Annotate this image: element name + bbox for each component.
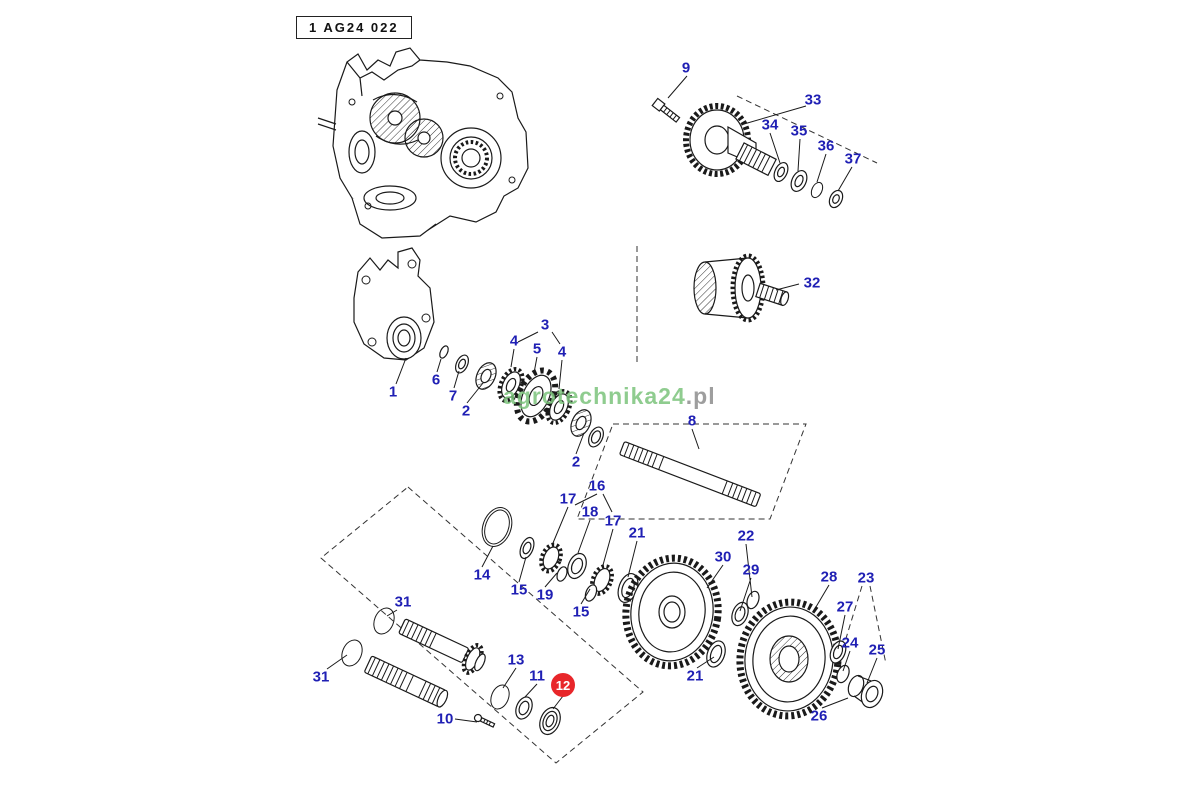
part-label-26[interactable]: 26 xyxy=(810,707,828,725)
part-label-14[interactable]: 14 xyxy=(473,566,491,584)
washer-part-15b-icon xyxy=(584,584,598,602)
part-label-2[interactable]: 2 xyxy=(571,453,581,471)
bearing-part-2b-icon xyxy=(570,409,592,437)
snap-ring-part-31-icon xyxy=(373,607,395,635)
part-label-6[interactable]: 6 xyxy=(431,371,441,389)
snap-ring-part-36-icon xyxy=(810,181,824,199)
part-label-18[interactable]: 18 xyxy=(581,503,599,521)
cap-part-25-26-icon xyxy=(847,674,884,709)
washer-part-7-icon xyxy=(454,354,470,374)
washer-part-15-icon xyxy=(519,536,535,560)
part-label-9[interactable]: 9 xyxy=(681,59,691,77)
lower-left-dashed-box xyxy=(320,486,644,764)
pin-part-10-icon xyxy=(473,713,496,728)
part-label-17[interactable]: 17 xyxy=(559,490,577,508)
clutch-drum-part-32-icon xyxy=(693,253,790,323)
bearing-support-assembly xyxy=(353,247,604,448)
part-label-23[interactable]: 23 xyxy=(857,569,875,587)
washer-part-6-icon xyxy=(439,345,449,359)
part-label-15[interactable]: 15 xyxy=(572,603,590,621)
part-label-29[interactable]: 29 xyxy=(742,561,760,579)
figure-ref-label: 1 AG24 022 xyxy=(296,16,412,39)
part-label-36[interactable]: 36 xyxy=(817,137,835,155)
part-label-35[interactable]: 35 xyxy=(790,122,808,140)
part-label-21[interactable]: 21 xyxy=(686,667,704,685)
part-label-11[interactable]: 11 xyxy=(529,667,545,685)
o-ring-part-14-icon xyxy=(481,507,513,547)
washer-part-29-icon xyxy=(731,601,749,627)
part-label-7[interactable]: 7 xyxy=(448,387,458,405)
part-label-1[interactable]: 1 xyxy=(388,383,398,401)
bearing-part-2-icon xyxy=(475,362,497,390)
part-label-17[interactable]: 17 xyxy=(604,512,622,530)
bolt-part-9-icon xyxy=(651,97,681,123)
part-label-32[interactable]: 32 xyxy=(803,274,821,292)
washer-part-11-icon xyxy=(515,696,533,720)
countershaft-gear-cluster xyxy=(481,507,884,720)
part-label-31[interactable]: 31 xyxy=(312,668,330,686)
splined-shaft-part-8-icon xyxy=(619,441,761,507)
ring-part-2c-icon xyxy=(588,426,604,448)
gear-part-30-icon xyxy=(622,554,722,670)
part-label-24[interactable]: 24 xyxy=(841,634,859,652)
splined-shaft-part-31a-icon xyxy=(398,618,486,675)
bearing-part-35-icon xyxy=(790,170,808,192)
part-label-3[interactable]: 3 xyxy=(540,316,550,334)
washer-part-34-icon xyxy=(773,161,789,183)
bearing-part-12-icon xyxy=(539,706,561,736)
sleeve-part-24-icon xyxy=(836,664,850,684)
part-label-22[interactable]: 22 xyxy=(737,527,755,545)
gearbox-housing-drawing xyxy=(317,47,529,239)
part-label-10[interactable]: 10 xyxy=(436,710,454,728)
washer-part-27-icon xyxy=(829,640,847,664)
part-label-5[interactable]: 5 xyxy=(532,340,542,358)
part-label-33[interactable]: 33 xyxy=(804,91,822,109)
part-label-4[interactable]: 4 xyxy=(557,343,567,361)
part-label-25[interactable]: 25 xyxy=(868,641,886,659)
gear-part-17b-icon xyxy=(590,564,614,596)
input-gear-assembly xyxy=(651,97,844,209)
spacer-part-22-icon xyxy=(746,590,760,610)
part-label-4[interactable]: 4 xyxy=(509,332,519,350)
gear-part-17-icon xyxy=(539,542,563,574)
part-label-34[interactable]: 34 xyxy=(761,116,779,134)
gear-part-4b-icon xyxy=(545,389,573,425)
washer-part-37-icon xyxy=(828,189,844,209)
part-label-28[interactable]: 28 xyxy=(820,568,838,586)
snap-ring-part-31b-icon xyxy=(341,639,363,667)
part-label-19[interactable]: 19 xyxy=(536,586,554,604)
bearing-part-21b-icon xyxy=(706,640,726,668)
shaft-8-dashed-box xyxy=(576,423,807,520)
gear-part-28-icon xyxy=(736,598,842,720)
part-label-12-selected[interactable]: 12 xyxy=(551,673,575,697)
hub-part-18-icon xyxy=(567,552,587,580)
key-part-19-icon xyxy=(556,566,568,582)
part-label-15[interactable]: 15 xyxy=(510,581,528,599)
part-label-31[interactable]: 31 xyxy=(394,593,412,611)
part-label-13[interactable]: 13 xyxy=(507,651,525,669)
part-label-27[interactable]: 27 xyxy=(836,598,854,616)
part-label-21[interactable]: 21 xyxy=(628,524,646,542)
part-label-8[interactable]: 8 xyxy=(687,412,697,430)
lower-shaft-group xyxy=(341,607,561,736)
part-label-2[interactable]: 2 xyxy=(461,402,471,420)
part-label-16[interactable]: 16 xyxy=(588,477,606,495)
splined-shaft-part-31c-icon xyxy=(364,655,449,708)
leader-lines xyxy=(326,75,878,723)
part-label-37[interactable]: 37 xyxy=(844,150,862,168)
part-label-30[interactable]: 30 xyxy=(714,548,732,566)
